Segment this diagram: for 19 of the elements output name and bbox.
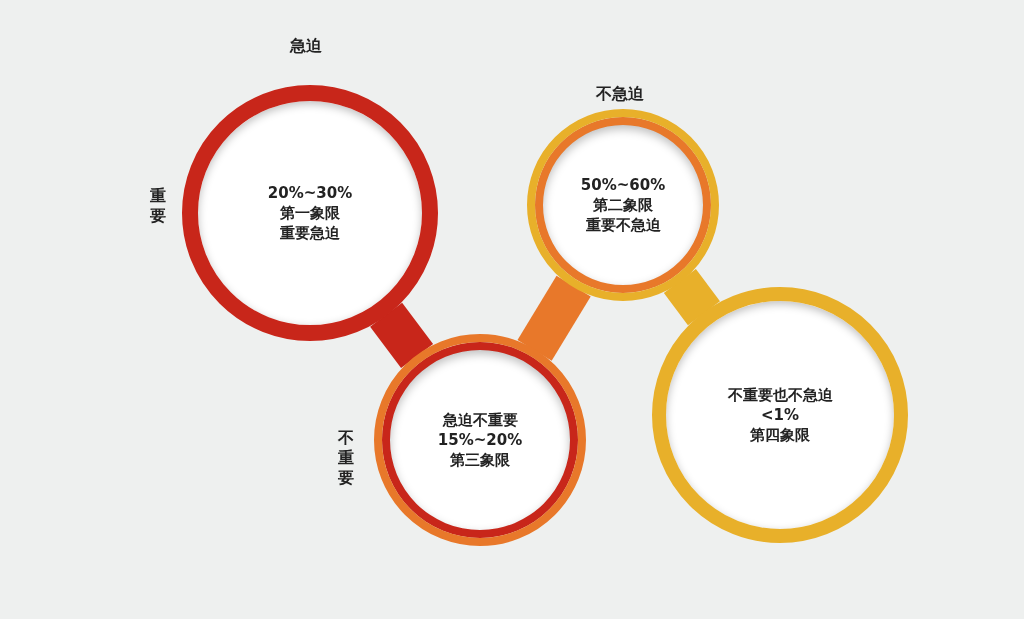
axis-label: 重要: [150, 186, 167, 226]
axis-label: 不急迫: [596, 84, 644, 105]
quadrant-label: 第一象限: [280, 203, 340, 223]
quadrant-label: 15%~20%: [437, 430, 523, 450]
percentage-text: 20%~30%: [267, 183, 353, 203]
percentage-text: 不重要也不急迫: [727, 385, 833, 405]
connector-band: [517, 275, 591, 361]
axis-label: 急迫: [290, 36, 322, 57]
axis-label: 不重要: [338, 428, 355, 488]
quadrant-label: <1%: [760, 405, 799, 425]
category-label: 第四象限: [750, 425, 810, 445]
percentage-text: 50%~60%: [580, 175, 666, 195]
connector-band: [663, 269, 720, 326]
category-label: 第三象限: [450, 450, 510, 470]
percentage-text: 急迫不重要: [442, 410, 518, 430]
quadrant-label: 第二象限: [593, 195, 653, 215]
category-label: 重要不急迫: [585, 215, 661, 235]
connector-band: [370, 302, 434, 368]
category-label: 重要急迫: [280, 223, 340, 243]
